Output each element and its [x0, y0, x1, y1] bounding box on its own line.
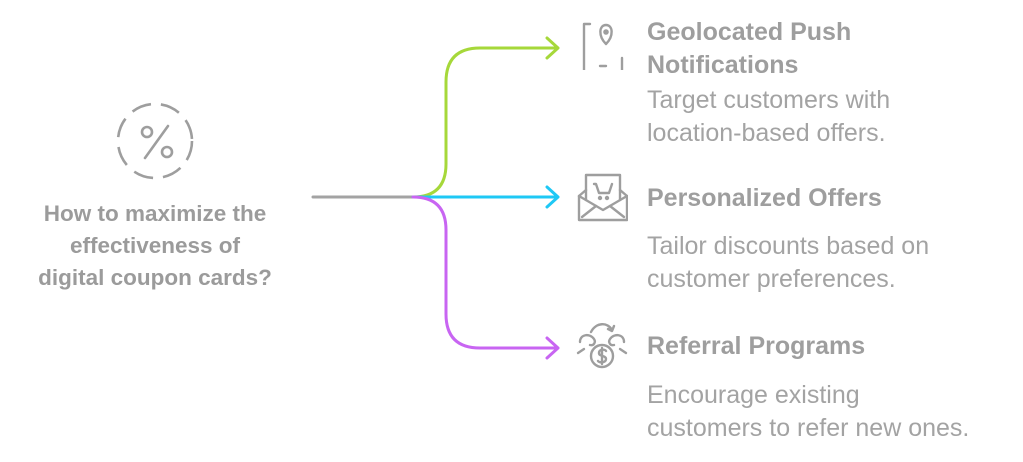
description-line: customer preferences.: [647, 265, 896, 293]
connector-geolocated: [411, 36, 560, 199]
title-line: Referral Programs: [647, 332, 866, 360]
title-line: Geolocated Push: [647, 18, 852, 46]
branch-title: Referral Programs: [647, 330, 865, 363]
title-line: Personalized Offers: [647, 184, 882, 212]
branch-description: Target customers with location-based off…: [647, 84, 890, 150]
phone-location-pin-icon: [576, 18, 628, 76]
branch-description: Tailor discounts based on customer prefe…: [647, 230, 929, 296]
connector-personalized: [411, 185, 560, 209]
branch-title: Personalized Offers: [647, 182, 882, 215]
question-line: digital coupon cards?: [38, 265, 272, 290]
description-line: Encourage existing: [647, 381, 860, 409]
branch-title: Geolocated Push Notifications: [647, 16, 851, 82]
central-question: How to maximize the effectiveness of dig…: [0, 198, 310, 294]
description-line: Target customers with: [647, 86, 891, 114]
connector-referral: [411, 195, 560, 360]
question-line: effectiveness of: [69, 233, 241, 258]
envelope-shopping-cart-icon: [576, 170, 629, 222]
referral-money-exchange-icon: [576, 320, 628, 372]
branch-description: Encourage existing customers to refer ne…: [647, 379, 969, 445]
description-line: customers to refer new ones.: [647, 414, 970, 442]
description-line: location-based offers.: [647, 119, 886, 147]
question-line: How to maximize the: [43, 201, 267, 226]
description-line: Tailor discounts based on: [647, 232, 930, 260]
percent-dashed-circle-icon: [112, 98, 198, 184]
title-line: Notifications: [647, 51, 799, 79]
